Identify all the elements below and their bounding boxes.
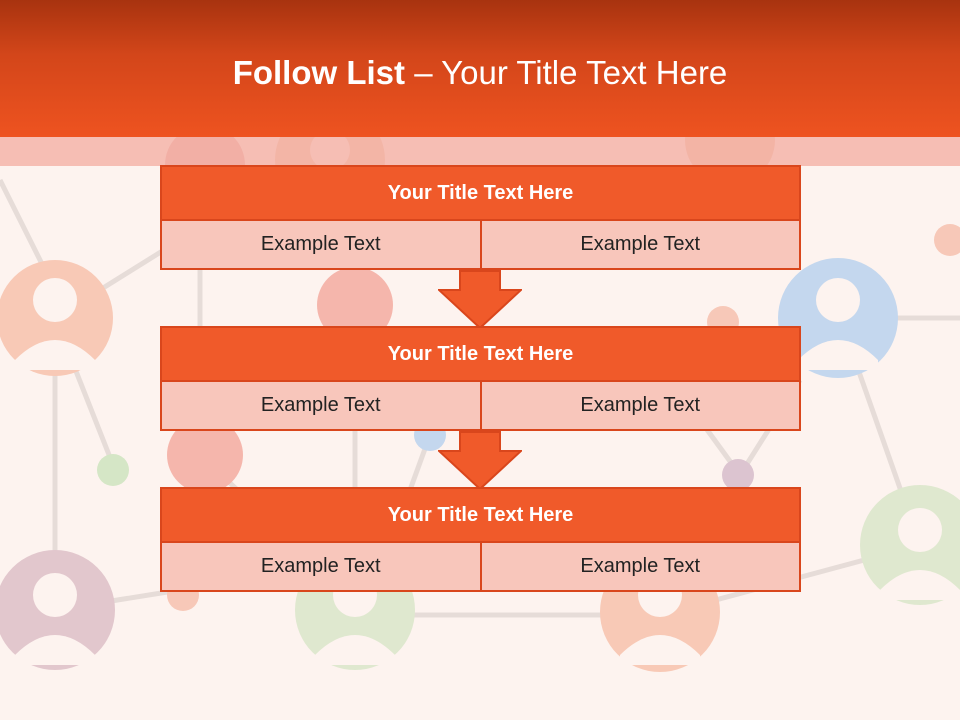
- step-row: Example Text Example Text: [160, 382, 801, 431]
- down-arrow-icon: [438, 270, 522, 330]
- step-cell-left: Example Text: [160, 221, 482, 270]
- step-block-1: Your Title Text Here Example Text Exampl…: [160, 165, 801, 270]
- step-cell-left: Example Text: [160, 543, 482, 592]
- step-block-2: Your Title Text Here Example Text Exampl…: [160, 326, 801, 431]
- step-cell-left: Example Text: [160, 382, 482, 431]
- down-arrow-icon: [438, 431, 522, 491]
- slide-title: Follow List – Your Title Text Here: [0, 54, 960, 92]
- slide-title-bold: Follow List: [232, 54, 406, 91]
- step-title: Your Title Text Here: [160, 326, 801, 382]
- step-row: Example Text Example Text: [160, 543, 801, 592]
- step-cell-right: Example Text: [481, 221, 801, 270]
- title-header-bar: [0, 0, 960, 137]
- step-title: Your Title Text Here: [160, 487, 801, 543]
- step-cell-right: Example Text: [481, 382, 801, 431]
- step-title: Your Title Text Here: [160, 165, 801, 221]
- header-shadow-band: [0, 137, 960, 166]
- step-cell-right: Example Text: [481, 543, 801, 592]
- step-block-3: Your Title Text Here Example Text Exampl…: [160, 487, 801, 592]
- step-row: Example Text Example Text: [160, 221, 801, 270]
- slide-title-rest: – Your Title Text Here: [405, 54, 728, 91]
